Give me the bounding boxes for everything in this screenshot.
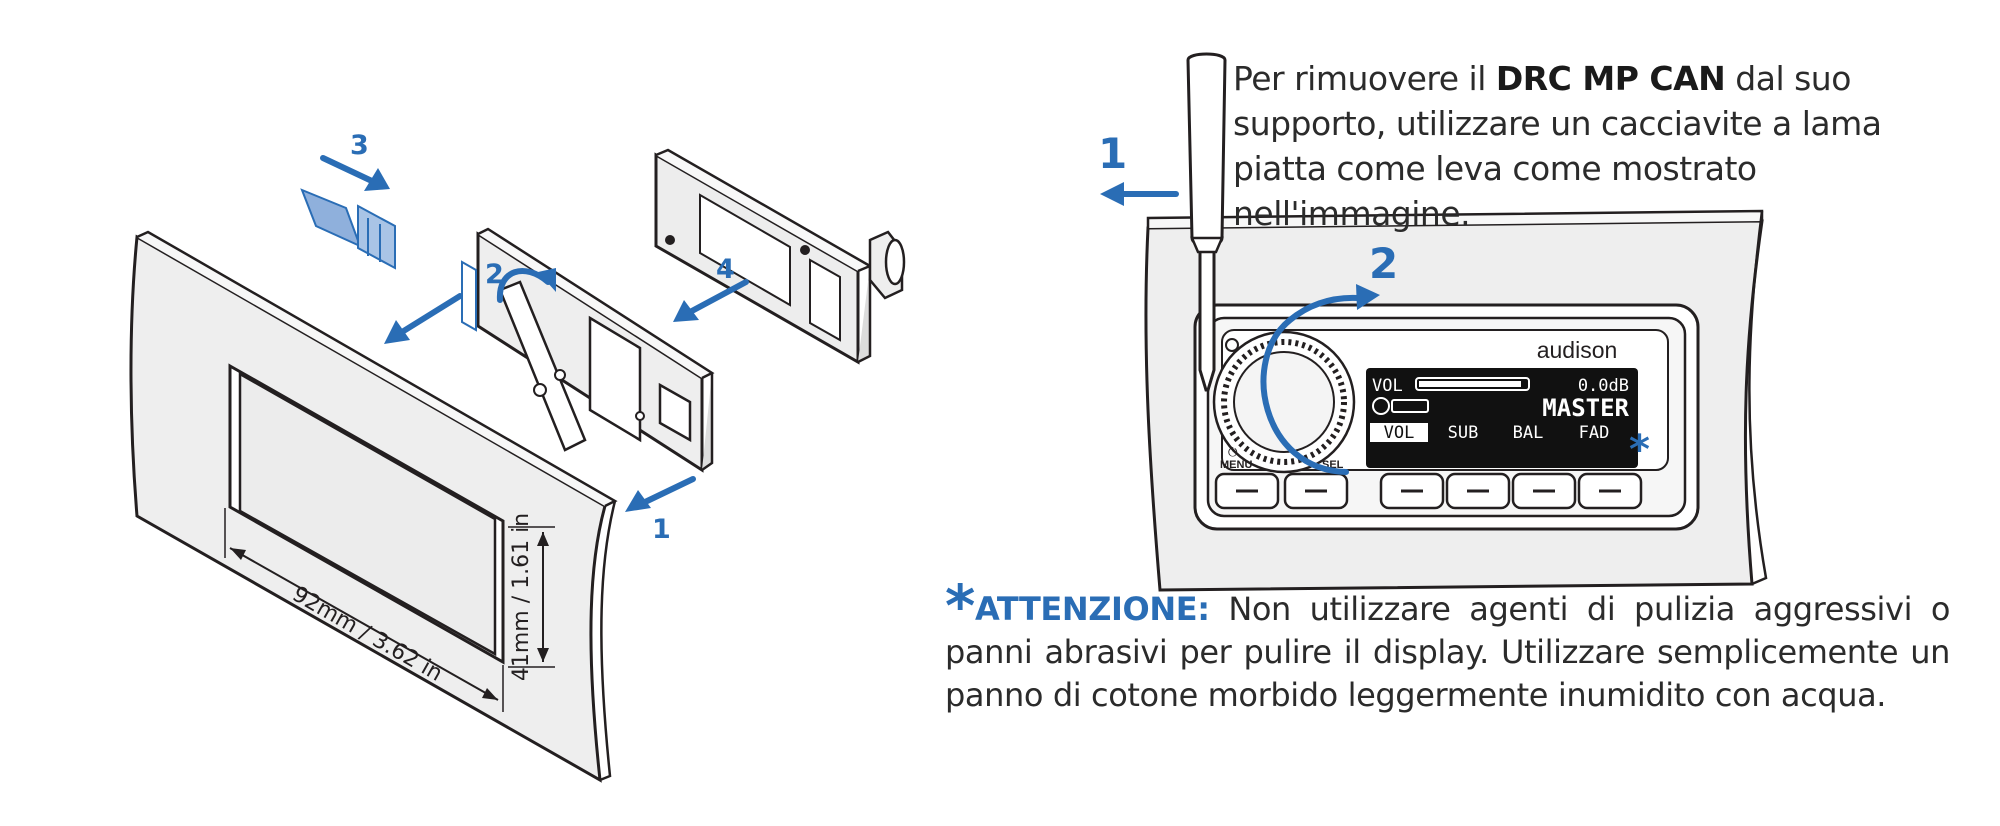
controller-device: [654, 148, 906, 365]
left-diagram: 92mm / 3.62 in 41mm / 1.61 in: [129, 130, 906, 783]
source-icon: [1372, 397, 1390, 415]
display-mode: MASTER: [1542, 394, 1629, 422]
dashboard-panel: 92mm / 3.62 in 41mm / 1.61 in: [129, 230, 618, 783]
arrow-step-3: [320, 155, 377, 185]
screwdriver: [1186, 52, 1227, 392]
menu-label: MENU: [1220, 459, 1252, 471]
mounting-cutout: [228, 363, 505, 665]
right-step-labels: 1 2: [1098, 129, 1398, 288]
left-step-labels: 1 2 3 4: [350, 130, 735, 545]
volume-knob: [1212, 330, 1356, 474]
display-vol-value: 0.0dB: [1578, 376, 1629, 396]
instructions-before: Per rimuovere il: [1233, 59, 1496, 98]
warning-asterisk: *: [945, 572, 975, 640]
display-tab-fad: FAD: [1579, 423, 1610, 443]
arrow-rotate-out: [1260, 294, 1361, 475]
warning-notice: *ATTENZIONE: Non utilizzare agenti di pu…: [945, 577, 1950, 717]
label-step-3: 3: [350, 130, 369, 161]
arrow-step-2: [399, 293, 463, 335]
height-dimension-label: 41mm / 1.61 in: [509, 513, 534, 681]
product-name: DRC MP CAN: [1495, 59, 1726, 98]
arrow-rotate: [496, 268, 551, 303]
arrow-step-4: [687, 279, 749, 315]
display-tab-vol: VOL: [1384, 423, 1415, 443]
warning-label: ATTENZIONE:: [974, 590, 1210, 628]
step-arrows: [320, 155, 749, 506]
brand-logo: audison: [1537, 337, 1618, 363]
label-step-2-right: 2: [1369, 239, 1398, 288]
mounting-bracket: [461, 227, 715, 473]
display-tab-bal: BAL: [1513, 423, 1544, 443]
display-asterisk: *: [1629, 427, 1650, 473]
display-tab-sub: SUB: [1448, 423, 1479, 443]
label-step-1-right: 1: [1098, 129, 1127, 178]
right-diagram: audison VOL 0.0dB MASTER VOL SUB BAL FAD…: [1098, 52, 1768, 592]
head-unit: audison VOL 0.0dB MASTER VOL SUB BAL FAD…: [1193, 303, 1700, 531]
label-step-2: 2: [485, 259, 504, 290]
removal-instructions: Per rimuovere il DRC MP CAN dal suo supp…: [1233, 56, 1953, 236]
label-step-4: 4: [716, 254, 735, 285]
device-display: VOL 0.0dB MASTER VOL SUB BAL FAD: [1366, 368, 1638, 468]
power-icon: ⏻: [1228, 445, 1238, 459]
connector-plug: [300, 188, 396, 270]
label-step-1: 1: [652, 514, 671, 545]
instructions-after: dal suo supporto, utilizzare un cacciavi…: [1233, 59, 1882, 233]
volume-bar: [1415, 377, 1530, 391]
arrow-step-1: [640, 476, 696, 506]
height-dimension: 41mm / 1.61 in: [508, 513, 555, 681]
display-vol-label: VOL: [1372, 376, 1403, 396]
warning-text: Non utilizzare agenti di pulizia aggress…: [945, 590, 1950, 714]
right-step-arrows: [1115, 191, 1361, 475]
